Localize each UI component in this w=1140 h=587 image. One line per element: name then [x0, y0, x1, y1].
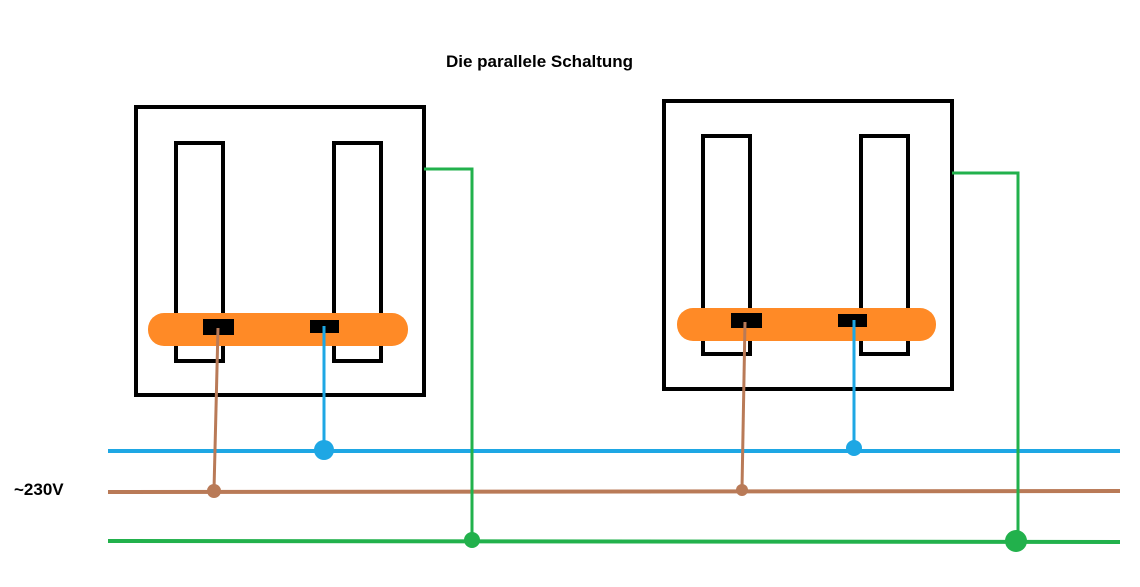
socket-1-terminal-bar [148, 313, 408, 346]
socket-1-frame [134, 105, 426, 397]
socket-2-earth-junction [1005, 530, 1027, 552]
socket-1-live-terminal [203, 319, 234, 335]
socket-1-earth-wire [424, 167, 474, 540]
socket-2-right-slot [859, 134, 910, 356]
socket-2-live-terminal [731, 313, 762, 328]
socket-2-live-wire [740, 321, 747, 490]
socket-2-earth-wire [952, 171, 1020, 540]
socket-2 [662, 99, 1027, 552]
socket-2-live-junction [736, 484, 748, 496]
diagram-title: Die parallele Schaltung [446, 52, 634, 71]
socket-2-neutral-junction [846, 440, 862, 456]
socket-1-right-slot [332, 141, 383, 363]
supply-voltage-label: ~230V [14, 480, 64, 499]
earth-supply-line [107, 539, 1121, 544]
socket-2-frame [662, 99, 954, 391]
socket-2-left-slot [701, 134, 752, 356]
socket-1-live-wire [212, 327, 220, 491]
socket-1-live-junction [207, 484, 221, 498]
socket-1 [134, 105, 480, 548]
live-supply-line [107, 489, 1121, 494]
socket-1-neutral-junction [314, 440, 334, 460]
socket-1-earth-junction [464, 532, 480, 548]
socket-2-terminal-bar [677, 308, 936, 341]
socket-1-left-slot [174, 141, 225, 363]
